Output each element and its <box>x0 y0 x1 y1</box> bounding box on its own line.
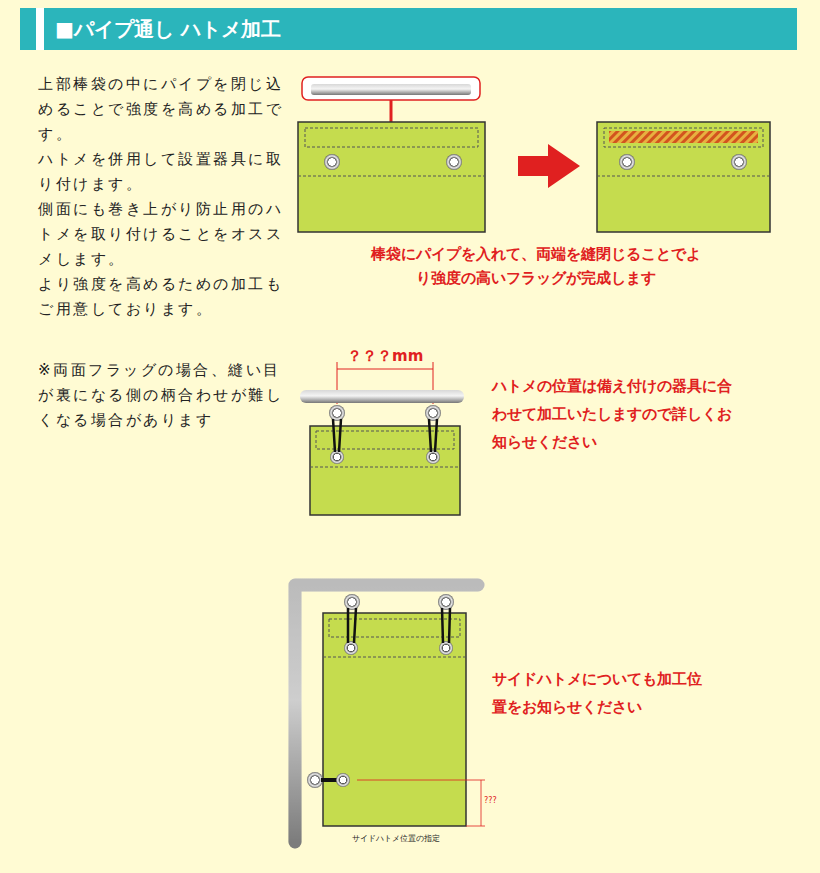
body-text: 側面にも巻き上がり防止用のハトメを取り付けることをオススメします。 <box>38 197 286 272</box>
instruction-text: ハトメの位置は備え付けの器具に合わせて加工いたしますので詳しくお知らせください <box>492 372 742 456</box>
instruction-text: サイドハトメについても加工位置をお知らせください <box>492 665 707 721</box>
section-title: ■パイプ通し ハトメ加工 <box>55 15 281 43</box>
body-text: 上部棒袋の中にパイプを閉じ込めることで強度を高める加工です。 <box>38 72 286 147</box>
body-text: より強度を高めるための加工もご用意しております。 <box>38 272 286 322</box>
caption-text: 棒袋にパイプを入れて、両端を縫閉じることでより強度の高いフラッグが完成します <box>370 242 702 290</box>
note-text: ※両面フラッグの場合、縫い目が裏になる側の柄合わせが難しくなる場合があります <box>38 358 286 433</box>
figure-caption: サイドハトメ位置の指定 <box>352 833 440 844</box>
dimension-label: ??? <box>484 796 497 805</box>
dimension-label: ？？？mm <box>345 346 425 366</box>
body-text: ハトメを併用して設置器具に取り付けます。 <box>38 147 286 197</box>
